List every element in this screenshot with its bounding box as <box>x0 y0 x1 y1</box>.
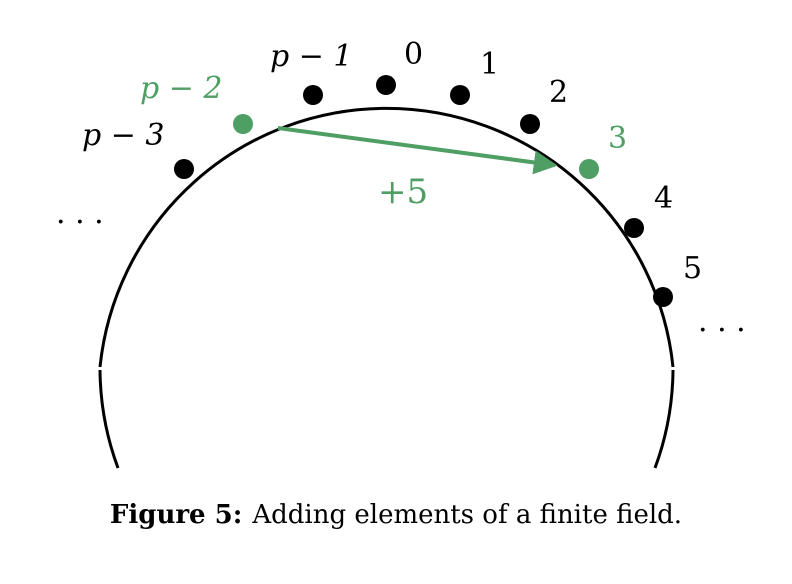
point-p-minus-2 <box>233 114 253 134</box>
caption-text: Adding elements of a finite field. <box>252 500 683 530</box>
figure-caption: Figure 5: Adding elements of a finite fie… <box>0 500 792 530</box>
point-p-minus-1 <box>303 85 323 105</box>
label-zero: 0 <box>404 37 423 72</box>
ellipsis-right: · · · <box>698 313 746 348</box>
caption-label: Figure 5: <box>109 500 243 530</box>
label-p-minus-2: p − 2 <box>140 71 223 106</box>
circle-arc-right <box>653 369 675 469</box>
point-two <box>520 114 540 134</box>
label-p-minus-1: p − 1 <box>270 39 353 74</box>
arrow-label: +5 <box>378 172 428 212</box>
label-four: 4 <box>654 181 673 216</box>
finite-field-diagram: p − 3 p − 2 p − 1 0 1 2 3 4 5 · · · · · … <box>56 37 746 469</box>
circle-arc-top <box>98 106 675 368</box>
label-one: 1 <box>480 47 499 82</box>
point-four <box>624 218 644 238</box>
point-five <box>653 287 673 307</box>
point-p-minus-3 <box>174 159 194 179</box>
label-five: 5 <box>683 251 702 286</box>
label-p-minus-3: p − 3 <box>82 118 165 153</box>
circle-arc-left <box>98 369 120 469</box>
ellipsis-left: · · · <box>56 205 104 240</box>
label-three: 3 <box>608 121 627 156</box>
addition-arrow <box>277 126 558 175</box>
label-two: 2 <box>549 75 568 110</box>
point-zero <box>376 75 396 95</box>
point-one <box>450 85 470 105</box>
point-three <box>579 159 599 179</box>
